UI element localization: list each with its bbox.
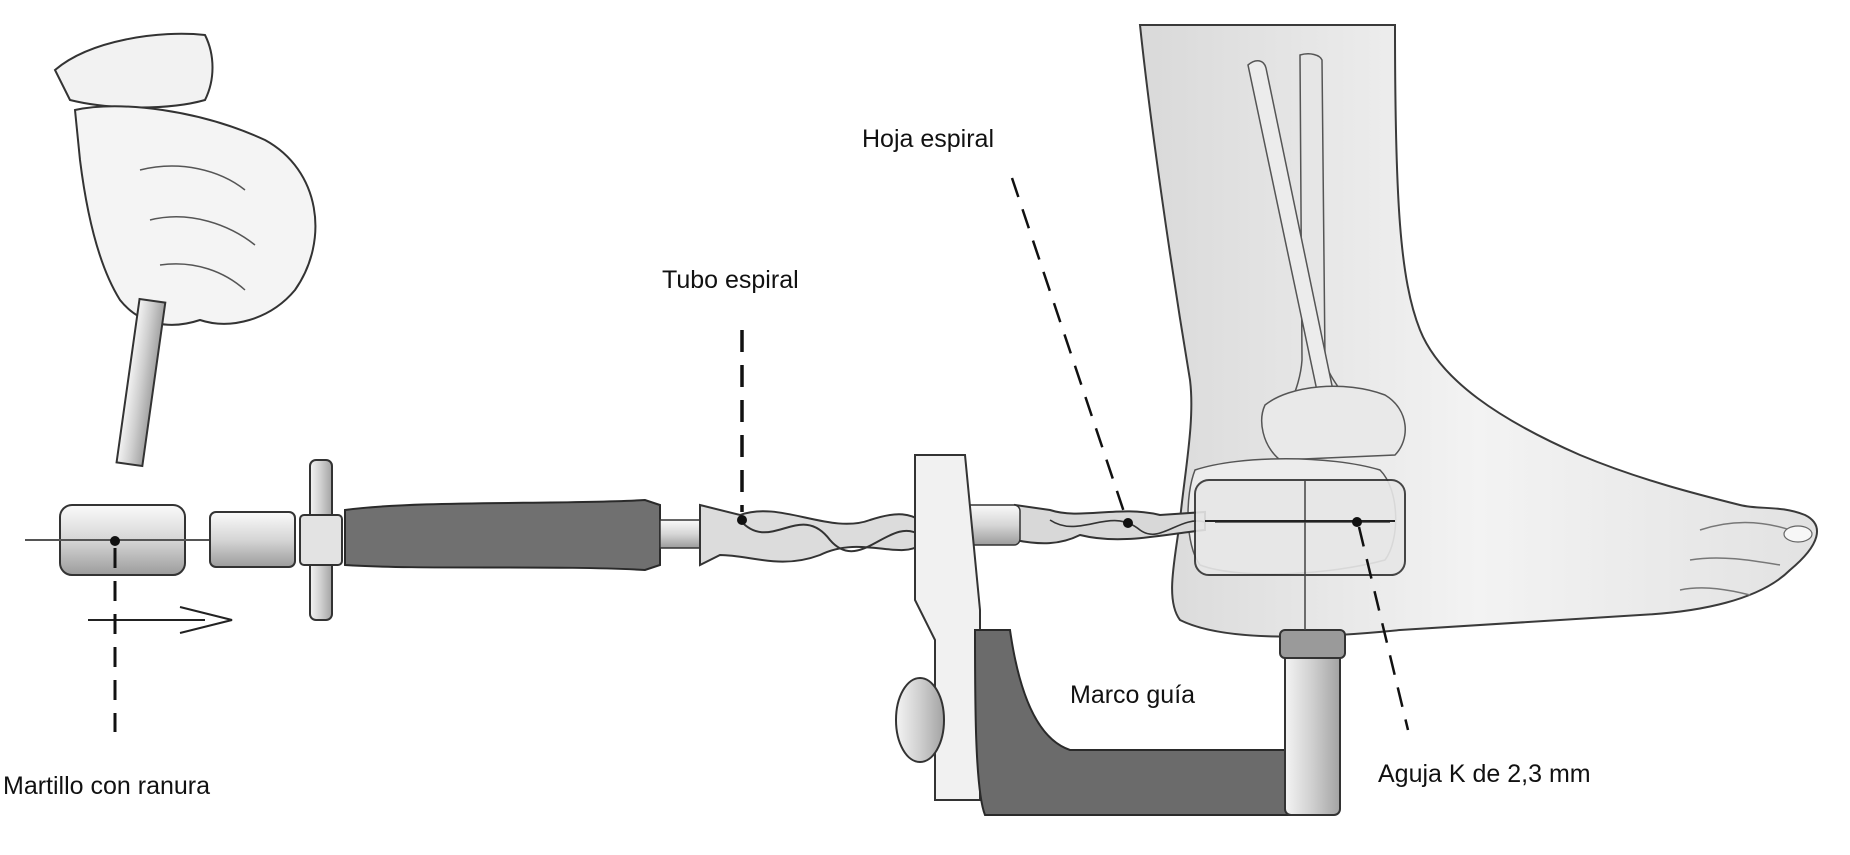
fibula-bone (1247, 60, 1336, 406)
toe-nail (1783, 525, 1813, 543)
spiral-twist (739, 519, 921, 553)
shaft-collar (299, 514, 343, 566)
leaders (113, 177, 1410, 732)
direction-arrow (88, 606, 233, 634)
aiming-block (1194, 479, 1406, 576)
frame-post (1284, 639, 1341, 816)
frame-knob (895, 677, 945, 763)
spiral-blade (1014, 503, 1206, 545)
blade-twist (1049, 519, 1206, 536)
guide-frame (895, 454, 1406, 816)
label-spiral-tube: Tubo espiral (662, 266, 799, 294)
hand-sleeve (53, 32, 214, 109)
hand-fist (73, 105, 317, 326)
toes (1679, 521, 1791, 596)
slotted-hammer (25, 297, 250, 634)
frame-upright (914, 454, 981, 801)
talus-bone (1261, 385, 1406, 461)
label-spiral-blade: Hoja espiral (862, 125, 994, 153)
dot-spiral-tube (737, 515, 747, 525)
spiral-tube (699, 503, 921, 567)
hand-fingers (139, 165, 256, 291)
frame-arm (973, 629, 1291, 816)
dot-k-wire (1352, 517, 1362, 527)
leader-dots (110, 515, 1362, 546)
label-guide-frame: Marco guía (1070, 681, 1195, 709)
post-cap (1279, 629, 1346, 659)
leader-spiral-blade (1010, 177, 1128, 519)
label-hammer: Martillo con ranura (3, 772, 210, 800)
leader-k-wire (1357, 526, 1410, 731)
dot-spiral-blade (1123, 518, 1133, 528)
connector-sleeve (209, 511, 296, 568)
dot-hammer (110, 536, 120, 546)
hand (53, 32, 317, 326)
grip-handle (344, 498, 661, 572)
hammer-handle (115, 297, 167, 468)
label-k-wire: Aguja K de 2,3 mm (1378, 760, 1591, 788)
inserter-assembly (209, 459, 1206, 621)
